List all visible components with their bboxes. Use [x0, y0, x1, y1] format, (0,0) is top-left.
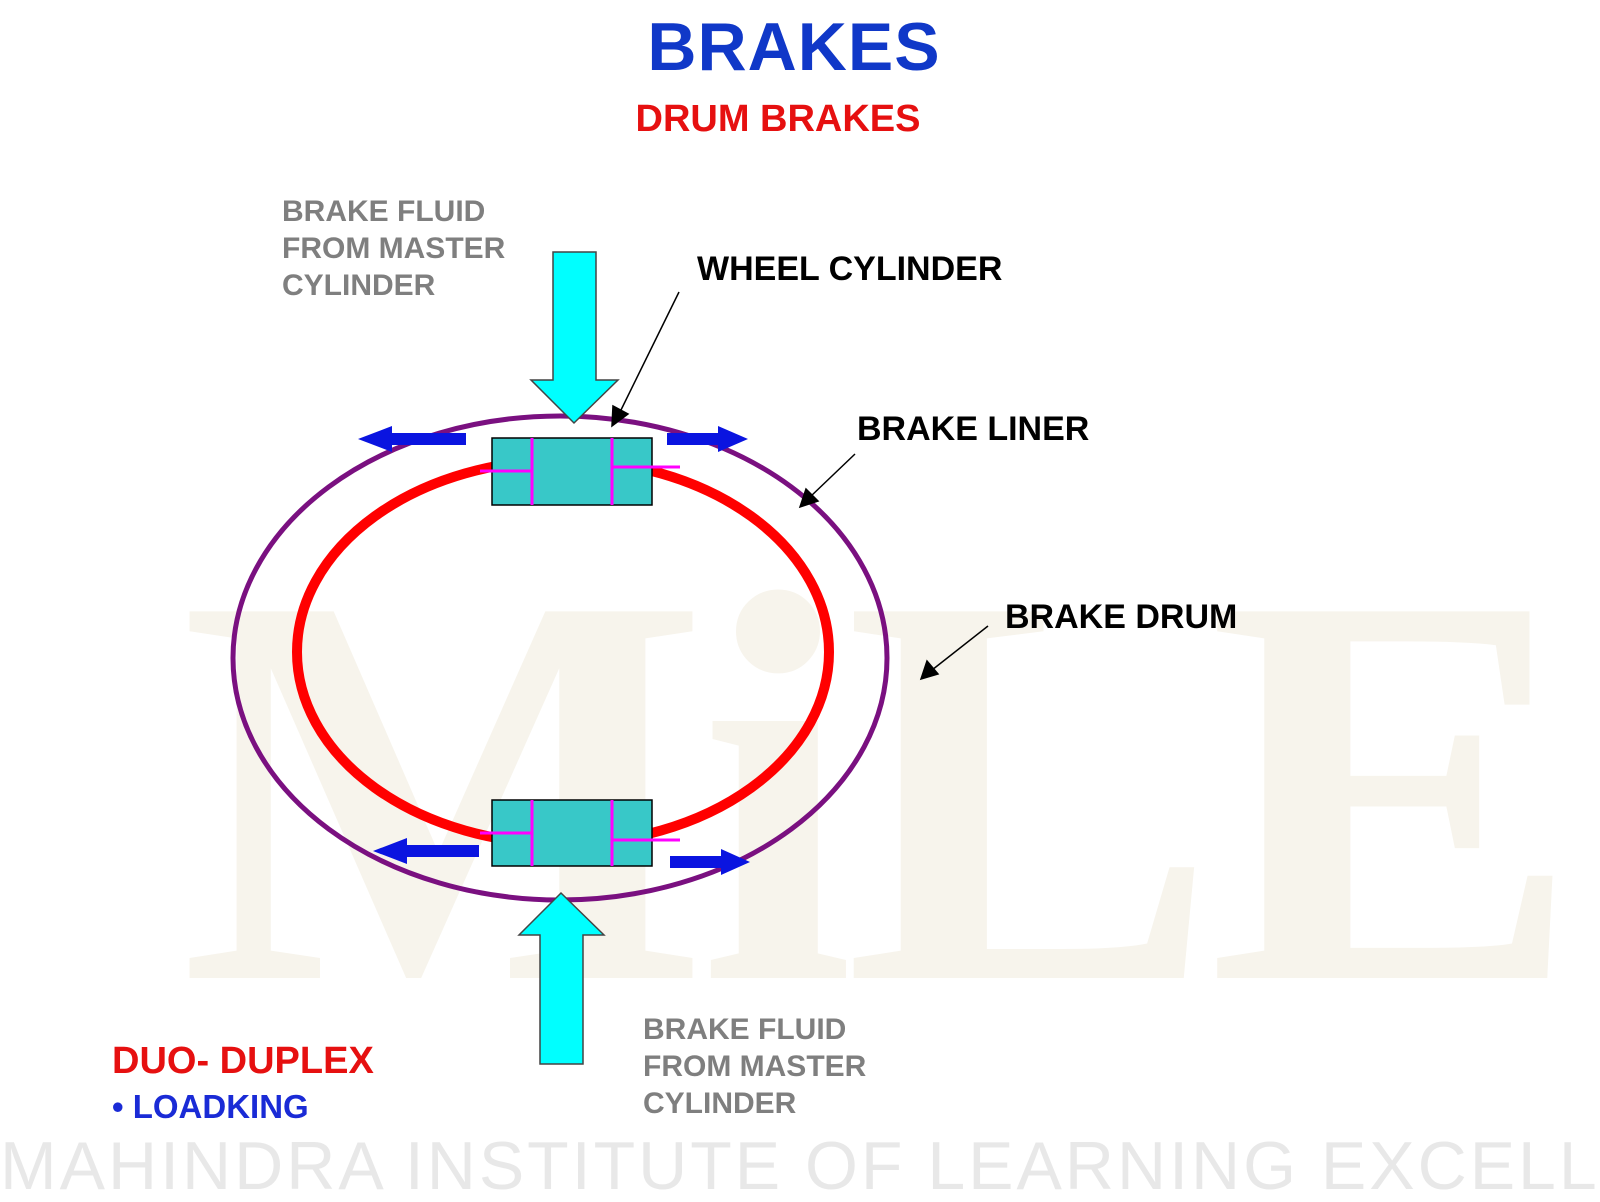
brake-drum-label: BRAKE DRUM [1005, 598, 1238, 636]
footer-branding: MAHINDRA INSTITUTE OF LEARNING EXCELLENC… [0, 1130, 1600, 1202]
brake-type-bullet: • LOADKING [112, 1088, 309, 1125]
fluid-label-bottom-line3: CYLINDER [643, 1087, 797, 1120]
wheel-cylinder-label: WHEEL CYLINDER [697, 250, 1003, 288]
wheel-cylinder-bottom [480, 799, 680, 867]
push-arrow-bottom-left [373, 838, 479, 864]
fluid-arrow-top [529, 251, 620, 425]
push-arrow-bottom-right [670, 849, 750, 875]
leader-brake-liner-head [798, 487, 820, 509]
page-title: BRAKES [647, 9, 941, 85]
leader-brake-liner [809, 453, 856, 498]
leader-wheel-cylinder-head [611, 404, 630, 428]
fluid-label-top: BRAKE FLUID FROM MASTER CYLINDER [282, 193, 505, 304]
fluid-label-top-line1: BRAKE FLUID [282, 195, 486, 228]
fluid-label-bottom-line2: FROM MASTER [643, 1050, 867, 1083]
fluid-label-top-line3: CYLINDER [282, 269, 436, 302]
brake-type-label: DUO- DUPLEX [112, 1040, 374, 1082]
leader-brake-drum-head [919, 659, 940, 681]
push-arrow-top-right [667, 426, 748, 452]
fluid-label-bottom: BRAKE FLUID FROM MASTER CYLINDER [643, 1011, 866, 1122]
leader-wheel-cylinder [619, 291, 680, 413]
wheel-cylinder-top [480, 437, 680, 506]
fluid-label-top-line2: FROM MASTER [282, 232, 506, 265]
fluid-arrow-bottom [517, 891, 606, 1065]
leader-brake-drum [931, 625, 989, 671]
page-subtitle: DRUM BRAKES [635, 98, 921, 140]
brake-liner-label: BRAKE LINER [857, 410, 1090, 448]
brake-liner-ring [292, 455, 834, 849]
fluid-label-bottom-line1: BRAKE FLUID [643, 1013, 847, 1046]
push-arrow-top-left [358, 426, 466, 452]
